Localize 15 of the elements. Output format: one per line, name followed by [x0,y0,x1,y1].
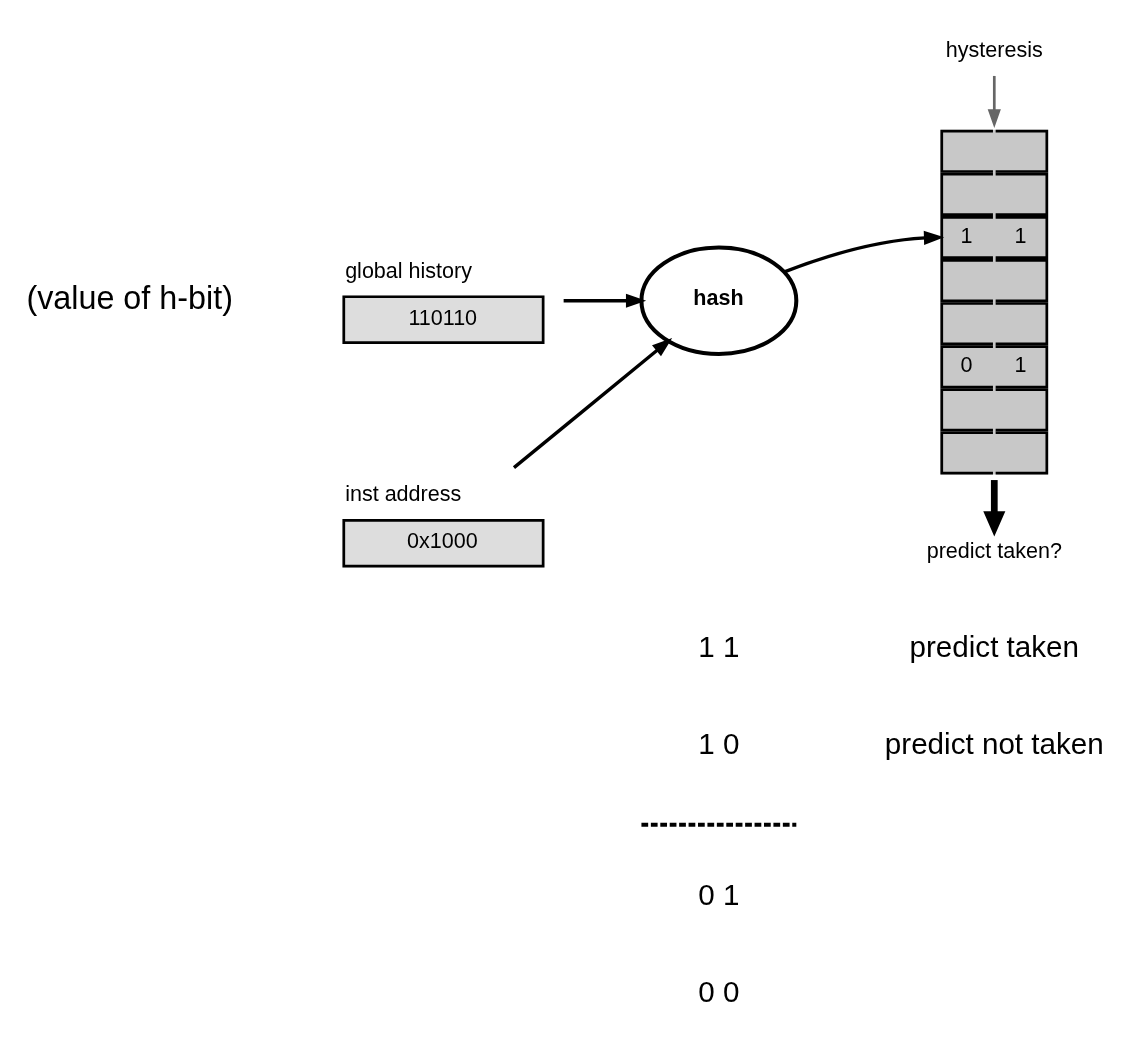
node-label: inst address [345,482,462,507]
arrow [783,230,945,274]
label: (value of h-bit) [26,280,233,317]
label: 1 1 [698,630,740,664]
label: predict not taken [884,727,1104,761]
label: 0 0 [698,974,740,1008]
arrow [512,337,673,469]
arrow [987,75,1001,129]
node-text: hysteresis [945,37,1043,62]
node-text: predict taken? [926,538,1062,563]
node-label: global history [345,258,473,283]
arrow [563,293,647,308]
label: 0 1 [698,877,740,911]
label: 1 0 [698,727,740,761]
label: predict taken [909,630,1080,664]
